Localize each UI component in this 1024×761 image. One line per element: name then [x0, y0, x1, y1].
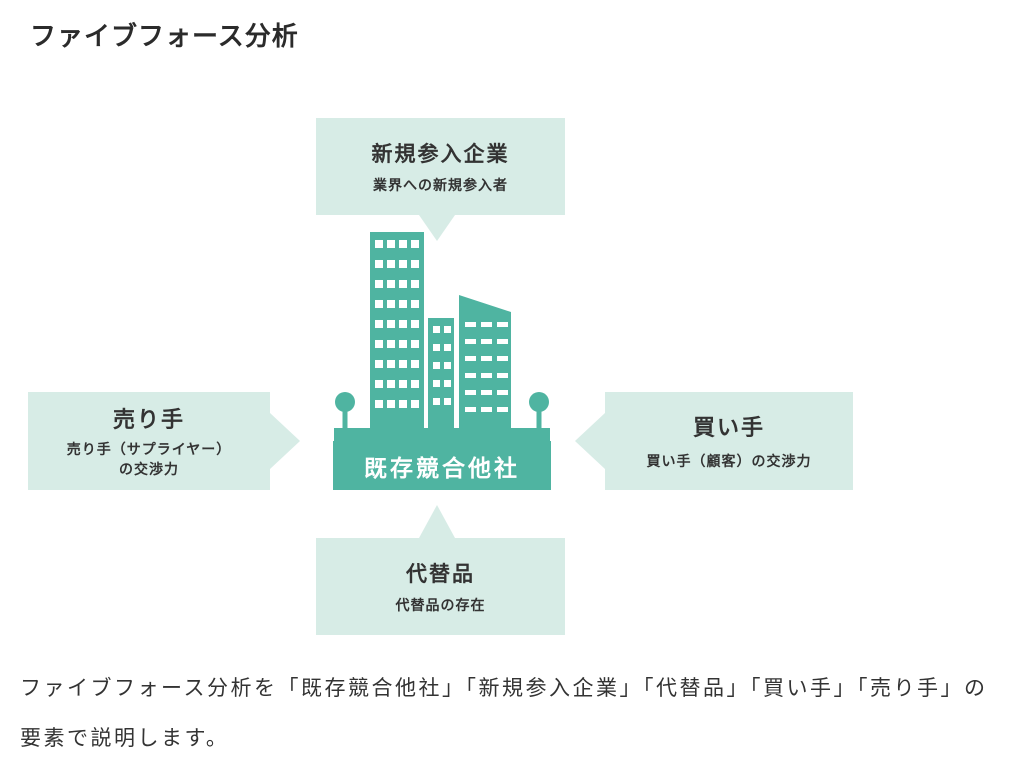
- arrow-down-icon: [419, 215, 455, 241]
- new-entrants-subtitle: 業界への新規参入者: [373, 176, 508, 193]
- arrow-left-icon: [575, 413, 605, 469]
- box-substitutes: 代替品 代替品の存在: [316, 538, 565, 635]
- arrow-right-icon: [270, 413, 300, 469]
- buildings-illustration-icon: [334, 232, 550, 441]
- suppliers-title: 売り手: [112, 407, 185, 433]
- substitutes-title: 代替品: [406, 562, 475, 586]
- arrow-up-icon: [419, 505, 455, 538]
- buyers-title: 買い手: [692, 415, 765, 441]
- description-text: ファイブフォース分析を「既存競合他社」「新規参入企業」「代替品」「買い手」「売り…: [20, 677, 988, 751]
- suppliers-subtitle-line1: 売り手（サプライヤー）: [66, 441, 232, 458]
- competitors-label: 既存競合他社: [364, 454, 520, 481]
- substitutes-subtitle: 代替品の存在: [395, 596, 486, 613]
- buyers-subtitle: 買い手（顧客）の交渉力: [646, 453, 812, 470]
- suppliers-subtitle: 売り手（サプライヤー） の交渉力: [67, 440, 232, 479]
- page-title: ファイブフォース分析: [30, 21, 299, 51]
- suppliers-subtitle-line2: の交渉力: [119, 461, 179, 477]
- new-entrants-title: 新規参入企業: [371, 142, 510, 166]
- box-new-entrants: 新規参入企業 業界への新規参入者: [316, 118, 565, 215]
- box-suppliers: 売り手 売り手（サプライヤー） の交渉力: [28, 392, 270, 490]
- competitors-label-box: 既存競合他社: [333, 441, 551, 490]
- box-buyers: 買い手 買い手（顧客）の交渉力: [605, 392, 853, 490]
